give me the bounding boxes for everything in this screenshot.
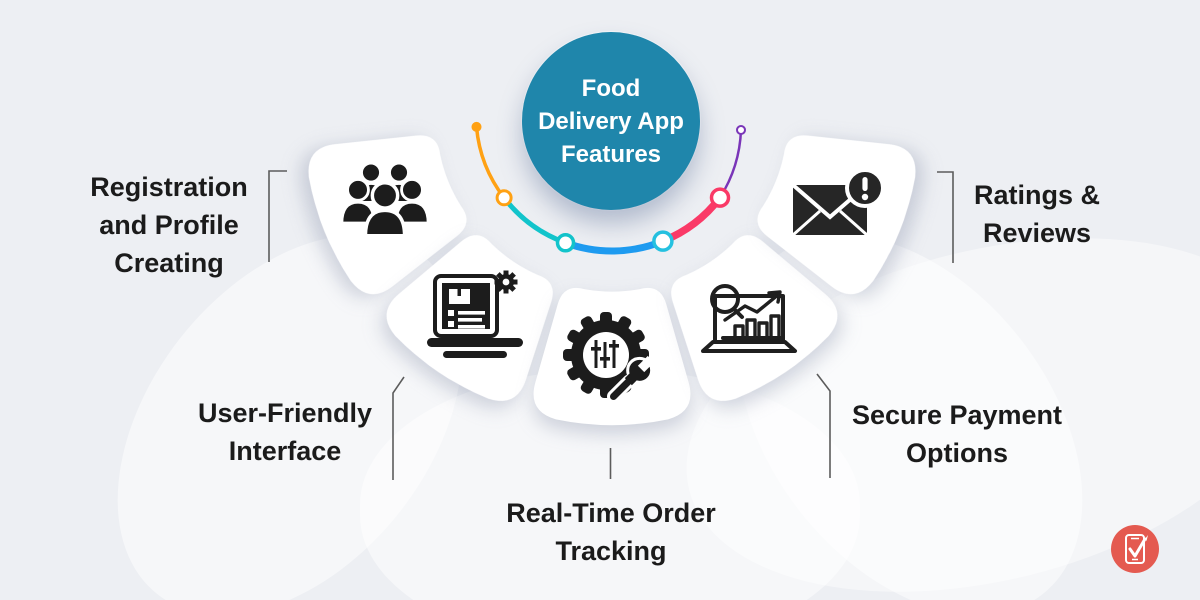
feature-label-registration: Registration and Profile Creating: [90, 172, 248, 278]
arc-blue: [562, 237, 667, 255]
connector-payment: [816, 373, 831, 478]
sliders-glyph: [591, 340, 619, 368]
wrench-glyph: [606, 355, 655, 404]
arc-teal: [501, 195, 568, 246]
mail-alert-icon: [791, 168, 885, 237]
laptop-order-icon: [427, 270, 523, 358]
connector-ratings: [937, 171, 954, 263]
arc-dot-3: [652, 230, 674, 252]
arc-pink: [659, 193, 724, 245]
arc-orange: [474, 125, 506, 200]
mobile-app-check-logo: [1111, 525, 1159, 573]
arc-dot-1: [495, 189, 513, 207]
progress-arc: [471, 121, 746, 255]
gear-accent: [494, 270, 518, 294]
feature-label-payment: Secure Payment Options: [851, 400, 1063, 468]
feature-label-ratings: Ratings & Reviews: [973, 180, 1100, 248]
people-group-icon: [340, 161, 430, 238]
label-connectors: [268, 170, 954, 480]
infographic-title: Food Delivery App Features: [538, 74, 684, 168]
feature-label-user-friendly: User-Friendly Interface: [197, 398, 373, 466]
arc-dot-2: [555, 233, 576, 253]
arc-dot-end: [736, 125, 746, 135]
gear-wrench-icon: [563, 312, 655, 404]
connector-registration: [268, 170, 287, 262]
card-payment: [671, 235, 838, 401]
alert-badge: [845, 168, 885, 208]
arc-purple: [718, 128, 743, 199]
connector-user-friendly: [392, 376, 405, 480]
feature-label-tracking: Real-Time Order Tracking: [506, 498, 716, 566]
center-title-circle: Food Delivery App Features: [522, 32, 700, 210]
arc-dot-start: [471, 121, 482, 132]
arc-dot-4: [709, 187, 731, 208]
analytics-laptop-icon: [701, 284, 797, 353]
